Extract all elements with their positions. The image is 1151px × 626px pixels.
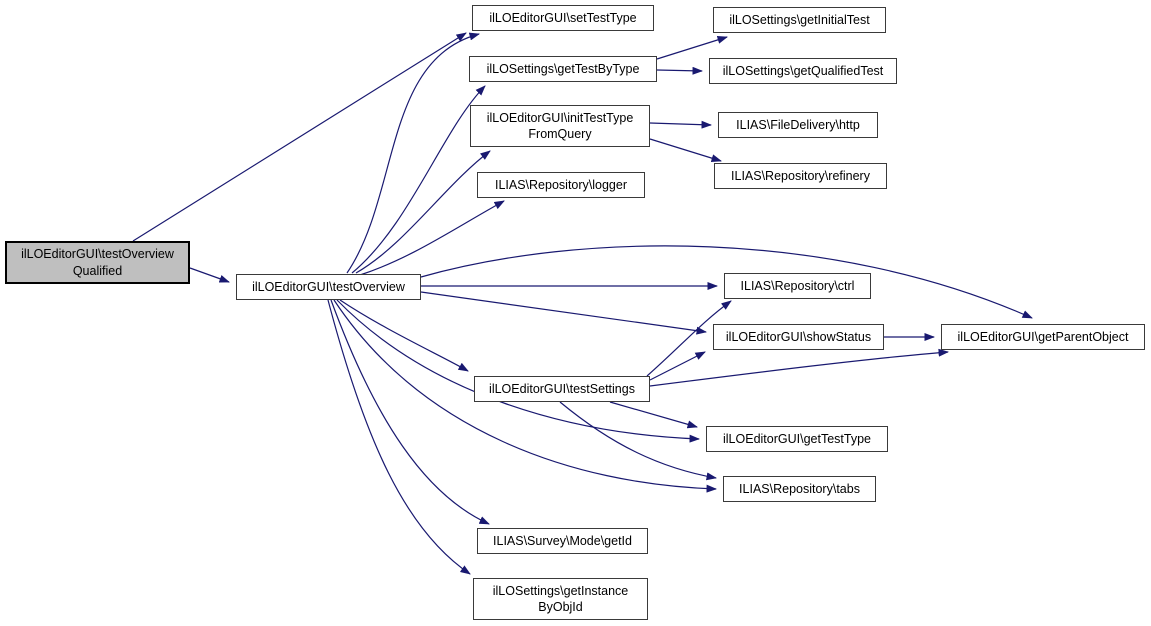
node-label: ILIAS\Repository\refinery	[731, 168, 870, 183]
edge-testOverviewQualified-to-testOverview	[189, 267, 230, 283]
node-label: ilLOSettings\getInitialTest	[729, 12, 870, 27]
node-label: Qualified	[72, 263, 123, 278]
node-ilias-repository-logger[interactable]: ILIAS\Repository\logger	[477, 172, 645, 198]
node-label: ilLOEditorGUI\testOverview	[21, 247, 174, 262]
edge-testOverview-to-testSettings	[339, 299, 469, 372]
edge-testSettings-to-tabs	[559, 401, 717, 481]
node-label: ilLOEditorGUI\setTestType	[489, 10, 637, 25]
node-illosettings-getinitialtest[interactable]: ilLOSettings\getInitialTest	[713, 7, 886, 33]
edge-testSettings-to-showStatus	[649, 351, 706, 381]
edge-testOverview-to-setTestType	[346, 32, 480, 274]
edge-initTestTypeFromQuery-to-refinery	[649, 138, 722, 163]
node-illoeditorgui-getparentobject[interactable]: ilLOEditorGUI\getParentObject	[941, 324, 1145, 350]
edge-testOverview-to-tabs	[333, 299, 717, 493]
edge-testOverview-to-getInstanceByObjId	[327, 299, 471, 575]
node-ilias-repository-refinery[interactable]: ILIAS\Repository\refinery	[714, 163, 887, 189]
node-illoeditorgui-showstatus[interactable]: ilLOEditorGUI\showStatus	[713, 324, 884, 350]
node-label: ILIAS\Repository\tabs	[739, 481, 860, 496]
edge-getTestByType-to-getQualifiedTest	[656, 66, 703, 75]
edge-testSettings-to-ctrl	[646, 300, 732, 377]
node-label: ilLOEditorGUI\showStatus	[725, 329, 872, 344]
edge-testOverview-to-logger	[359, 200, 505, 276]
node-illoeditorgui-inittesttypefromquery[interactable]: ilLOEditorGUI\initTestType FromQuery	[470, 105, 650, 147]
node-illosettings-getinstancebyobjid[interactable]: ilLOSettings\getInstance ByObjId	[473, 578, 648, 620]
node-illosettings-gettestbytype[interactable]: ilLOSettings\getTestByType	[469, 56, 657, 82]
node-ilias-filedelivery-http[interactable]: ILIAS\FileDelivery\http	[718, 112, 878, 138]
node-label: ILIAS\Survey\Mode\getId	[493, 533, 632, 548]
node-label: ILIAS\FileDelivery\http	[736, 117, 860, 132]
node-ilias-repository-ctrl[interactable]: ILIAS\Repository\ctrl	[724, 273, 871, 299]
node-illosettings-getqualifiedtest[interactable]: ilLOSettings\getQualifiedTest	[709, 58, 897, 84]
node-label: ilLOEditorGUI\initTestType	[486, 110, 634, 125]
node-label: ILIAS\Repository\ctrl	[740, 278, 855, 293]
node-label: ilLOEditorGUI\getParentObject	[957, 329, 1129, 344]
node-illoeditorgui-gettesttype[interactable]: ilLOEditorGUI\getTestType	[706, 426, 888, 452]
edge-testOverview-to-getTestType	[336, 299, 700, 443]
edge-testSettings-to-getTestType	[609, 401, 698, 429]
node-label: ilLOSettings\getTestByType	[486, 61, 640, 76]
node-label: ilLOSettings\getQualifiedTest	[722, 63, 884, 78]
node-illoeditorgui-testoverviewqualified[interactable]: ilLOEditorGUI\testOverview Qualified	[5, 241, 190, 284]
edge-testOverviewQualified-to-setTestType	[132, 32, 467, 242]
node-illoeditorgui-testsettings[interactable]: ilLOEditorGUI\testSettings	[474, 376, 650, 402]
node-label: ilLOEditorGUI\testSettings	[489, 381, 635, 396]
edge-testSettings-to-getParentObject	[649, 348, 949, 387]
node-label: ByObjId	[538, 600, 583, 614]
node-label: FromQuery	[528, 127, 592, 141]
node-label: ilLOSettings\getInstance	[492, 583, 629, 598]
edge-testOverview-to-initTestTypeFromQuery	[355, 150, 491, 274]
edge-testOverview-to-getTestByType	[351, 85, 486, 274]
node-ilias-survey-mode-getid[interactable]: ILIAS\Survey\Mode\getId	[477, 528, 648, 554]
edge-testOverview-to-getParentObject	[420, 245, 1033, 319]
edge-testOverview-to-showStatus	[420, 291, 707, 335]
node-ilias-repository-tabs[interactable]: ILIAS\Repository\tabs	[723, 476, 876, 502]
edge-getTestByType-to-getInitialTest	[656, 36, 728, 60]
node-label: ilLOEditorGUI\testOverview	[252, 279, 405, 294]
edge-initTestTypeFromQuery-to-http	[649, 120, 712, 129]
edge-testOverview-to-getId	[330, 299, 490, 525]
node-label: ILIAS\Repository\logger	[494, 177, 627, 192]
node-label: ilLOEditorGUI\getTestType	[723, 431, 871, 446]
node-illoeditorgui-settesttype[interactable]: ilLOEditorGUI\setTestType	[472, 5, 654, 31]
node-illoeditorgui-testoverview[interactable]: ilLOEditorGUI\testOverview	[236, 274, 421, 300]
